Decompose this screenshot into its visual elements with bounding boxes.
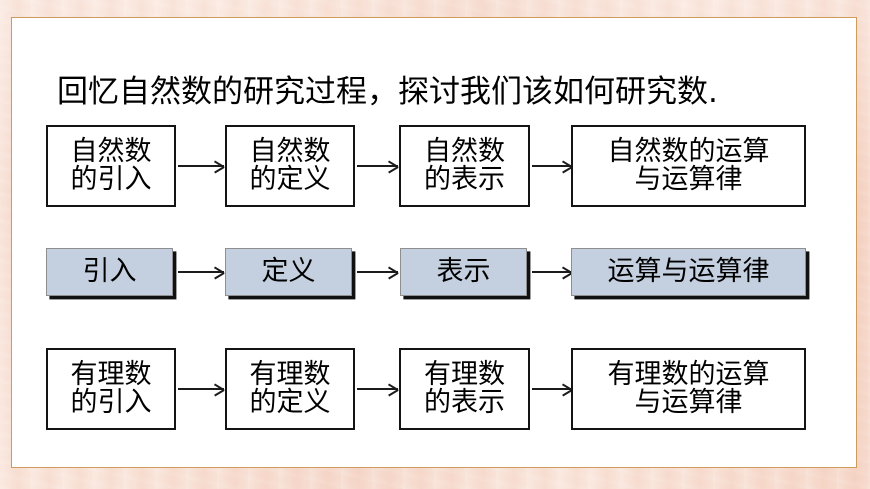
arrow-shaft [357,165,398,167]
arrow-general-1 [178,265,224,279]
node-representation[interactable]: 表示 [400,248,527,296]
node-rational-introduction[interactable]: 有理数 的引入 [46,348,176,430]
arrow-shaft [532,388,572,390]
arrow-shaft [178,388,224,390]
node-natural-operations[interactable]: 自然数的运算 与运算律 [571,125,806,207]
node-rational-definition[interactable]: 有理数 的定义 [225,348,355,430]
node-operations[interactable]: 运算与运算律 [571,248,806,296]
arrow-shaft [357,388,398,390]
arrow-natural-2 [357,159,398,173]
arrow-head [387,159,398,173]
arrow-shaft [532,165,572,167]
node-label: 引入 [82,256,137,288]
page-title: 回忆自然数的研究过程，探讨我们该如何研究数. [57,74,718,110]
arrow-natural-3 [532,159,572,173]
node-natural-representation[interactable]: 自然数 的表示 [399,125,530,207]
arrow-natural-1 [178,159,224,173]
node-label: 表示 [436,256,491,288]
slide-page: 回忆自然数的研究过程，探讨我们该如何研究数. 自然数 的引入 自然数 的定义 自… [11,17,857,468]
node-natural-introduction[interactable]: 自然数 的引入 [46,125,176,207]
node-label: 有理数 的表示 [424,359,505,418]
arrow-rational-1 [178,382,224,396]
arrow-shaft [178,271,224,273]
node-rational-operations[interactable]: 有理数的运算 与运算律 [571,348,806,430]
node-label: 自然数的运算 与运算律 [607,136,770,195]
node-label: 定义 [261,256,316,288]
arrow-general-2 [357,265,398,279]
arrow-rational-3 [532,382,572,396]
node-label: 自然数 的引入 [70,136,152,195]
arrow-shaft [178,165,224,167]
arrow-head [387,265,398,279]
arrow-head [213,265,224,279]
arrow-head [213,159,224,173]
node-label: 自然数 的定义 [249,136,331,195]
node-label: 有理数的运算 与运算律 [607,359,770,418]
node-label: 有理数 的定义 [249,359,331,418]
arrow-shaft [532,271,572,273]
node-introduction[interactable]: 引入 [46,248,173,296]
arrow-rational-2 [357,382,398,396]
node-definition[interactable]: 定义 [225,248,352,296]
arrow-head [387,382,398,396]
node-label: 自然数 的表示 [424,136,505,195]
node-label: 运算与运算律 [607,256,770,288]
node-rational-representation[interactable]: 有理数 的表示 [399,348,530,430]
arrow-shaft [357,271,398,273]
node-label: 有理数 的引入 [70,359,152,418]
node-natural-definition[interactable]: 自然数 的定义 [225,125,355,207]
arrow-general-3 [532,265,572,279]
arrow-head [213,382,224,396]
